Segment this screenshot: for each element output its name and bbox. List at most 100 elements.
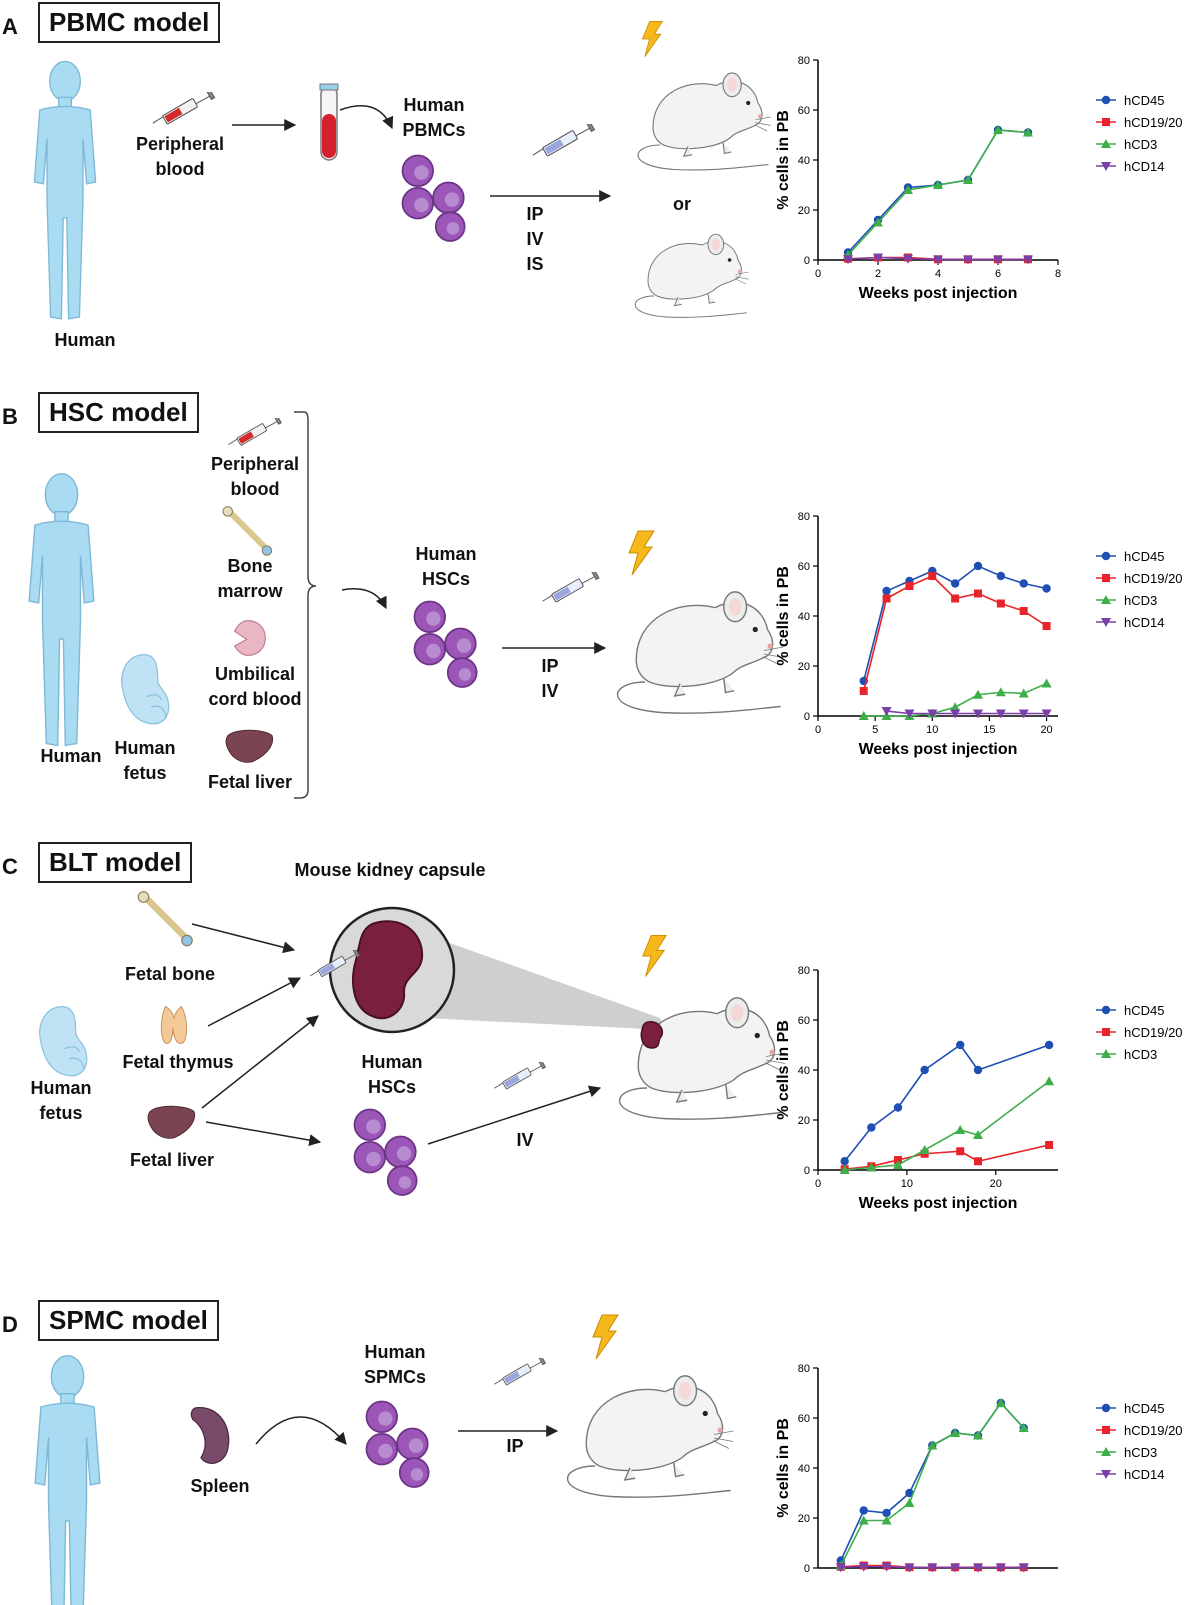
- data-point-hcd14: [904, 709, 915, 719]
- lightning-icon-c: [642, 934, 667, 978]
- panel-d-arrows: [255, 1416, 559, 1445]
- data-point-hcd19-20: [1019, 607, 1028, 615]
- y-tick-label: 40: [798, 611, 810, 623]
- panel-c-fetus-label: Human fetus: [30, 1078, 92, 1124]
- data-point-hcd3: [919, 1145, 930, 1154]
- y-axis-label: % cells in PB: [775, 1020, 792, 1120]
- data-point-hcd3: [933, 180, 943, 189]
- data-point-hcd19-20: [859, 687, 868, 695]
- y-axis-label: % cells in PB: [775, 110, 792, 210]
- y-tick-label: 60: [798, 1413, 810, 1425]
- data-point-hcd45: [1044, 1040, 1054, 1050]
- x-axis-label: Weeks post injection: [859, 741, 1018, 758]
- x-axis-label: Weeks post injection: [859, 285, 1018, 302]
- panel-a-or-label: or: [673, 194, 691, 214]
- y-tick-label: 80: [798, 1363, 810, 1375]
- syringe-icon-d: [493, 1358, 547, 1386]
- data-point-hcd45: [859, 1506, 868, 1515]
- x-tick-label: 0: [815, 724, 821, 736]
- legend-marker: [1101, 551, 1111, 561]
- legend-label: hCD19/20: [1124, 115, 1183, 130]
- data-point-hcd3: [950, 702, 961, 712]
- data-point-hcd19-20: [1045, 1141, 1054, 1149]
- legend-marker: [1102, 1426, 1110, 1434]
- legend-label: hCD14: [1124, 615, 1164, 630]
- spmc-cells-icon: [365, 1400, 430, 1488]
- data-point-hcd14: [1018, 1563, 1029, 1573]
- y-tick-label: 80: [798, 965, 810, 977]
- legend-marker: [1101, 618, 1111, 627]
- y-tick-label: 60: [798, 105, 810, 117]
- data-point-hcd3: [904, 1498, 915, 1507]
- mouse-icon-b: [616, 591, 784, 714]
- data-point-hcd3: [903, 185, 913, 194]
- data-point-hcd14: [873, 253, 883, 263]
- data-point-hcd3: [893, 1160, 903, 1169]
- y-tick-label: 80: [798, 511, 810, 523]
- data-point-hcd14: [858, 1562, 869, 1572]
- legend-marker: [1102, 574, 1110, 582]
- data-point-hcd45: [996, 571, 1006, 581]
- panel-b-bm-label: Bone marrow: [217, 556, 283, 602]
- panel-b-fl-label: Fetal liver: [207, 772, 293, 792]
- data-point-hcd3: [993, 125, 1003, 134]
- panel-a-arrows: [232, 105, 612, 202]
- data-point-hcd3: [1044, 1076, 1055, 1086]
- data-point-hcd19-20: [974, 1157, 982, 1166]
- implanted-kidney-icon: [640, 1021, 664, 1049]
- blood-tube-icon: [319, 83, 339, 161]
- x-tick-label: 10: [926, 724, 938, 736]
- data-point-hcd19-20: [905, 582, 914, 590]
- x-tick-label: 4: [935, 268, 941, 280]
- panel-c-cells-label: Human HSCs: [361, 1052, 423, 1098]
- lightning-icon-b: [628, 530, 655, 576]
- x-tick-label: 10: [901, 1178, 913, 1190]
- y-tick-label: 0: [804, 1165, 810, 1177]
- data-point-hcd14: [927, 709, 938, 719]
- panel-b: B HSC model Human Human fetus Peripheral…: [0, 390, 1200, 810]
- data-point-hcd14: [1041, 709, 1052, 719]
- data-point-hcd3: [927, 1440, 938, 1450]
- panel-b-fetus-label: Human fetus: [114, 738, 176, 784]
- panel-d-route-label: IP: [506, 1436, 524, 1456]
- panel-a-routes-label: IP IV IS: [526, 204, 544, 275]
- legend-marker: [1101, 95, 1111, 105]
- series-line-hcd45: [840, 1401, 1025, 1561]
- data-point-hcd3: [955, 1125, 966, 1134]
- series-line-hcd45: [847, 129, 1029, 254]
- panel-b-human-label: Human: [40, 746, 102, 766]
- legend-label: hCD45: [1124, 549, 1164, 564]
- panel-c-thymus-label: Fetal thymus: [122, 1052, 234, 1072]
- data-point-hcd14: [881, 707, 892, 716]
- legend-marker: [1101, 1005, 1111, 1015]
- panel-c: C BLT model Mouse kidney capsule Human f…: [0, 840, 1200, 1250]
- lightning-icon-d: [592, 1314, 619, 1360]
- mouse-icon-c: [618, 997, 786, 1120]
- data-point-hcd19-20: [956, 1147, 965, 1156]
- data-point-hcd45: [867, 1123, 876, 1132]
- data-point-hcd3: [973, 689, 983, 699]
- data-point-hcd3: [963, 175, 973, 184]
- y-tick-label: 60: [798, 561, 810, 573]
- syringe-icon-a: [532, 124, 596, 158]
- legend-marker: [1101, 162, 1111, 171]
- y-tick-label: 20: [798, 205, 810, 217]
- data-point-hcd14: [1018, 709, 1029, 719]
- legend-label: hCD3: [1124, 1047, 1157, 1062]
- panel-b-letter: B: [2, 404, 18, 429]
- data-point-hcd3: [839, 1165, 850, 1174]
- data-point-hcd14: [995, 1563, 1006, 1573]
- legend-label: hCD3: [1124, 593, 1157, 608]
- panel-b-routes-label: IP IV: [541, 656, 559, 702]
- liver-icon-c: [147, 1105, 196, 1139]
- data-point-hcd45: [973, 561, 983, 571]
- legend-marker: [1101, 1403, 1111, 1413]
- data-point-hcd3: [1041, 678, 1052, 688]
- data-point-hcd14: [881, 1562, 892, 1572]
- lightning-icon-a: [641, 20, 663, 58]
